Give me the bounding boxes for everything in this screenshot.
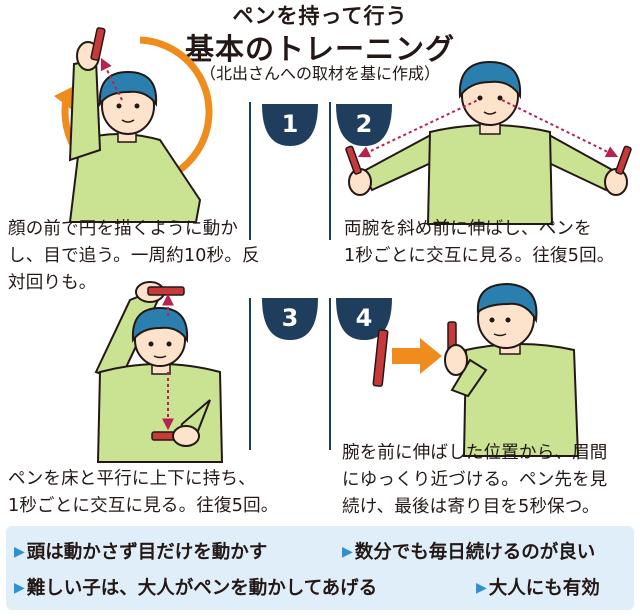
caption-line: ペンを床と平行に上下に持ち、 (8, 469, 256, 489)
number-badges (262, 104, 392, 340)
caption-line: 腕を前に伸ばした位置から、眉間 (342, 443, 608, 463)
panel-4-figure (372, 282, 580, 457)
caption-line: 1秒ごとに交互に見る。往復5回。 (8, 496, 279, 516)
panel-3-caption: ペンを床と平行に上下に持ち、 1秒ごとに交互に見る。往復5回。 (8, 466, 278, 520)
caption-line: にゆっくり近づける。ペン先を見 (342, 470, 608, 490)
panel-1-figure (54, 27, 213, 223)
caption-line: し、目で追う。一周約10秒。反 (8, 246, 260, 266)
source-note: （北出さんへの取材を基に作成） (199, 64, 440, 83)
panel-3-figure (94, 281, 224, 463)
panel-4-caption: 腕を前に伸ばした位置から、眉間 にゆっくり近づける。ペン先を見 続け、最後は寄り… (342, 440, 608, 521)
caption-line: 1秒ごとに交互に見る。往復5回。 (344, 246, 615, 266)
tip-item: ▶難しい子は、大人がペンを動かしてあげる (14, 578, 378, 599)
panel-2-caption: 両腕を斜め前に伸ばし、ペンを 1秒ごとに交互に見る。往復5回。 (344, 216, 614, 270)
panel-1-number: 1 (281, 110, 299, 138)
title-line1: ペンを持って行う (232, 4, 408, 28)
panel-3-number: 3 (281, 304, 299, 332)
caption-line: 続け、最後は寄り目を5秒保つ。 (342, 497, 600, 517)
triangle-bullet-icon: ▶ (342, 544, 353, 560)
illustrations (54, 27, 632, 463)
tip-item: ▶頭は動かさず目だけを動かす (14, 542, 268, 563)
panel-1-caption: 顔の前で円を描くように動か し、目で追う。一周約10秒。反 対回りも。 (8, 216, 260, 297)
caption-line: 対回りも。 (8, 273, 97, 293)
panel-2-number: 2 (355, 110, 373, 138)
triangle-bullet-icon: ▶ (14, 580, 25, 596)
triangle-bullet-icon: ▶ (14, 544, 25, 560)
tips-box: ▶頭は動かさず目だけを動かす ▶数分でも毎日続けるのが良い ▶難しい子は、大人が… (6, 526, 634, 610)
tip-item: ▶大人にも有効 (476, 578, 600, 599)
panel-dividers (249, 102, 331, 450)
caption-line: 顔の前で円を描くように動か (8, 219, 239, 239)
caption-line: 両腕を斜め前に伸ばし、ペンを (344, 219, 592, 239)
title-line2: 基本のトレーニング (184, 32, 455, 66)
tip-item: ▶数分でも毎日続けるのが良い (342, 542, 596, 563)
triangle-bullet-icon: ▶ (476, 580, 487, 596)
panel-2-figure (345, 60, 632, 225)
panel-4-number: 4 (355, 304, 373, 332)
